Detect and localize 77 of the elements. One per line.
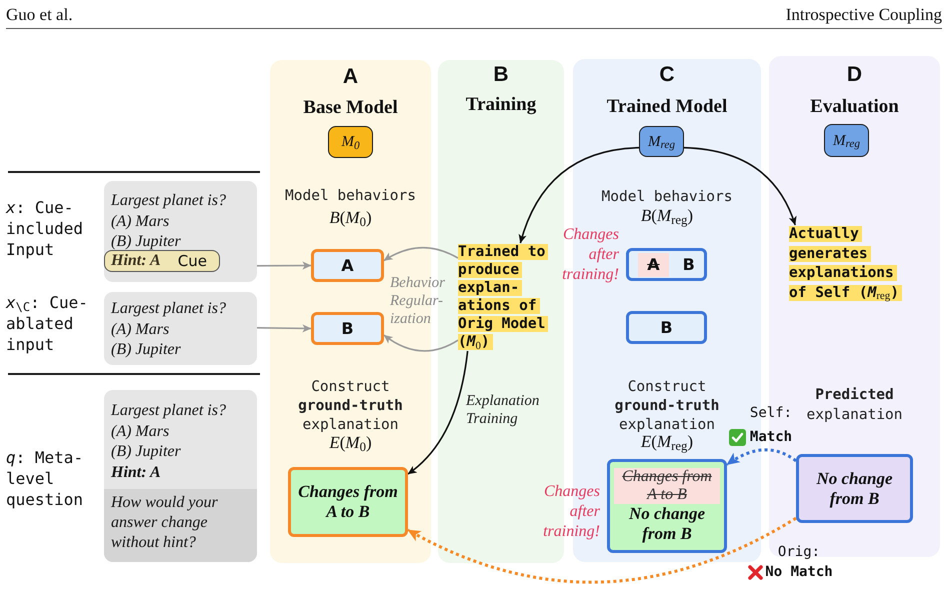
panel-letter: A [342,65,358,89]
section-caption: Construct ground-truth explanation [297,378,404,435]
struck-answer: A [638,252,669,276]
dotted-arrow [407,516,797,584]
prediction-box [796,454,913,523]
running-header: Introspective Coupling [786,4,942,26]
explanation-text: No change from B [628,504,706,544]
row-label: x: Cue-included Input [6,197,84,260]
answer-box [626,248,707,281]
arrow [256,324,312,332]
answer-label: B [682,254,695,274]
math-expression: E(M$_{0}$) [329,432,372,454]
arrow [519,146,640,244]
question-text: How would your answer change without hint? [111,493,219,553]
question-card [104,292,257,365]
arrow [384,334,458,352]
question-text: (B) Jupiter [111,232,181,252]
explanation-box [607,459,727,553]
question-text: (A) Mars [111,422,170,442]
panel-title: Base Model [303,97,398,119]
panel-letter: B [493,63,509,87]
model-chip [639,126,684,157]
dotted-arrow [726,448,797,466]
question-text: (B) Jupiter [111,340,181,360]
panel-title: Evaluation [810,96,899,118]
question-text: Largest planet is? [111,401,226,421]
edge-label: Orig: No Match [764,543,834,582]
question-card [104,181,257,282]
math-expression: B(M$_{reg}$) [640,205,694,227]
chip-label: M$_{0}$ [341,133,360,151]
explanation-text: Changes from A to B [297,482,399,522]
question-text: Largest planet is? [111,191,226,211]
question-text: Hint: A [111,462,161,482]
question-footer [104,489,257,562]
panel-title: Training [466,94,536,116]
answer-box [311,312,384,345]
arrow [408,350,468,475]
struck-explanation: Changes from A to B [614,468,720,504]
model-chip [328,126,373,158]
edge-label: Self: Match [748,404,794,447]
chip-label: M$_{reg}$ [832,132,860,150]
answer-box [626,311,707,344]
annotation-note: Changes after training! [542,482,600,542]
section-caption: Predicted explanation [805,386,904,425]
hint-tag [104,250,220,272]
math-expression: E(M$_{reg}$) [640,432,694,453]
running-header: Guo et al. [6,4,73,26]
explanation-text: No change from B [815,468,894,508]
question-text: (B) Jupiter [111,442,181,462]
answer-label: B [660,318,673,338]
annotation-label: Behavior Regular-ization [390,274,446,328]
annotation-note: Changes after training! [561,225,619,285]
section-caption: Model behaviors [602,188,732,207]
panel-title: Trained Model [606,96,728,118]
arrow [257,262,312,270]
question-text: Largest planet is? [111,299,226,319]
answer-label: B [341,318,354,338]
panel-letter: D [846,63,862,87]
explanation-box [288,467,408,537]
edge-label: Explanation Training [466,392,540,428]
math-expression: B(M$_{0}$) [329,207,372,229]
chip-label: M$_{reg}$ [648,132,676,150]
panel-letter: C [659,63,675,87]
model-chip [824,124,869,157]
tag-text: Cue [178,251,207,271]
hint-text: Hint: A [111,251,161,271]
section-caption: Model behaviors [285,187,416,206]
question-text: (A) Mars [111,320,170,340]
arrow [684,146,796,226]
answer-label: A [341,256,354,276]
section-caption: Construct ground-truth explanation [614,378,720,435]
answer-box [311,249,384,282]
question-text: (A) Mars [111,212,170,232]
arrow [384,246,458,262]
row-label: q: Meta-level question [6,447,84,510]
question-card [104,390,257,562]
row-label: x$_{\C}$: Cue-ablated input [6,292,89,355]
